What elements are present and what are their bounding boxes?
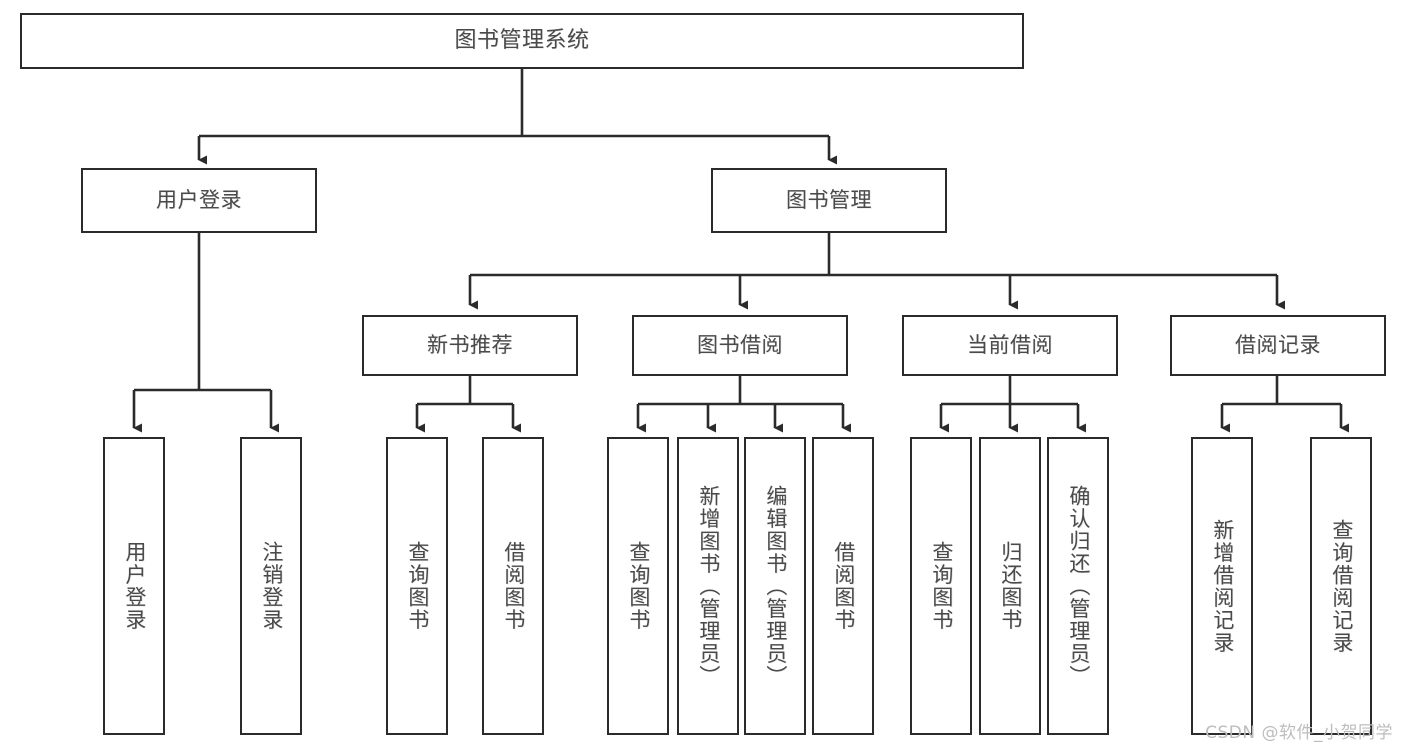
node-label: 查询借阅记录 bbox=[1329, 518, 1354, 654]
node-label: 借阅图书 bbox=[501, 541, 526, 631]
node-new-book-recommend[interactable]: 新书推荐 bbox=[362, 315, 578, 376]
node-label: 图书借阅 bbox=[697, 333, 783, 358]
node-label: 归还图书 bbox=[998, 541, 1023, 631]
node-label: 查询图书 bbox=[929, 541, 954, 631]
node-leaf-add-record[interactable]: 新增借阅记录 bbox=[1191, 437, 1253, 735]
node-leaf-return-book[interactable]: 归还图书 bbox=[979, 437, 1041, 735]
node-label: 编辑图书（管理员） bbox=[763, 484, 788, 688]
node-label: 注销登录 bbox=[259, 541, 284, 631]
node-book-management-system[interactable]: 图书管理系统 bbox=[20, 13, 1024, 69]
node-label: 用户登录 bbox=[122, 541, 147, 631]
node-label: 图书管理 bbox=[786, 188, 872, 213]
node-leaf-edit-book[interactable]: 编辑图书（管理员） bbox=[744, 437, 806, 735]
node-leaf-query-book-2[interactable]: 查询图书 bbox=[607, 437, 669, 735]
node-label: 查询图书 bbox=[405, 541, 430, 631]
node-leaf-query-book-1[interactable]: 查询图书 bbox=[386, 437, 448, 735]
node-book-manage[interactable]: 图书管理 bbox=[711, 168, 947, 233]
node-label: 查询图书 bbox=[626, 541, 651, 631]
node-leaf-query-record[interactable]: 查询借阅记录 bbox=[1310, 437, 1372, 735]
node-label: 图书管理系统 bbox=[454, 28, 590, 54]
watermark: CSDN @软件_小贺同学 bbox=[1205, 723, 1393, 743]
node-leaf-add-book[interactable]: 新增图书（管理员） bbox=[677, 437, 739, 735]
node-leaf-borrow-book-1[interactable]: 借阅图书 bbox=[482, 437, 544, 735]
node-label: 借阅图书 bbox=[831, 541, 856, 631]
node-label: 新增借阅记录 bbox=[1210, 518, 1235, 654]
node-book-borrow[interactable]: 图书借阅 bbox=[632, 315, 848, 376]
node-leaf-user-logout[interactable]: 注销登录 bbox=[240, 437, 302, 735]
node-leaf-borrow-book-2[interactable]: 借阅图书 bbox=[812, 437, 874, 735]
node-user-login[interactable]: 用户登录 bbox=[81, 168, 317, 233]
node-leaf-confirm-return[interactable]: 确认归还（管理员） bbox=[1047, 437, 1109, 735]
node-leaf-user-login[interactable]: 用户登录 bbox=[103, 437, 165, 735]
node-label: 新增图书（管理员） bbox=[696, 484, 721, 688]
node-label: 用户登录 bbox=[156, 188, 242, 213]
node-leaf-query-book-3[interactable]: 查询图书 bbox=[910, 437, 972, 735]
node-label: 确认归还（管理员） bbox=[1066, 484, 1091, 688]
node-label: 当前借阅 bbox=[967, 333, 1053, 358]
node-current-borrow[interactable]: 当前借阅 bbox=[902, 315, 1118, 376]
node-label: 借阅记录 bbox=[1235, 333, 1321, 358]
node-label: 新书推荐 bbox=[427, 333, 513, 358]
node-borrow-record[interactable]: 借阅记录 bbox=[1170, 315, 1386, 376]
